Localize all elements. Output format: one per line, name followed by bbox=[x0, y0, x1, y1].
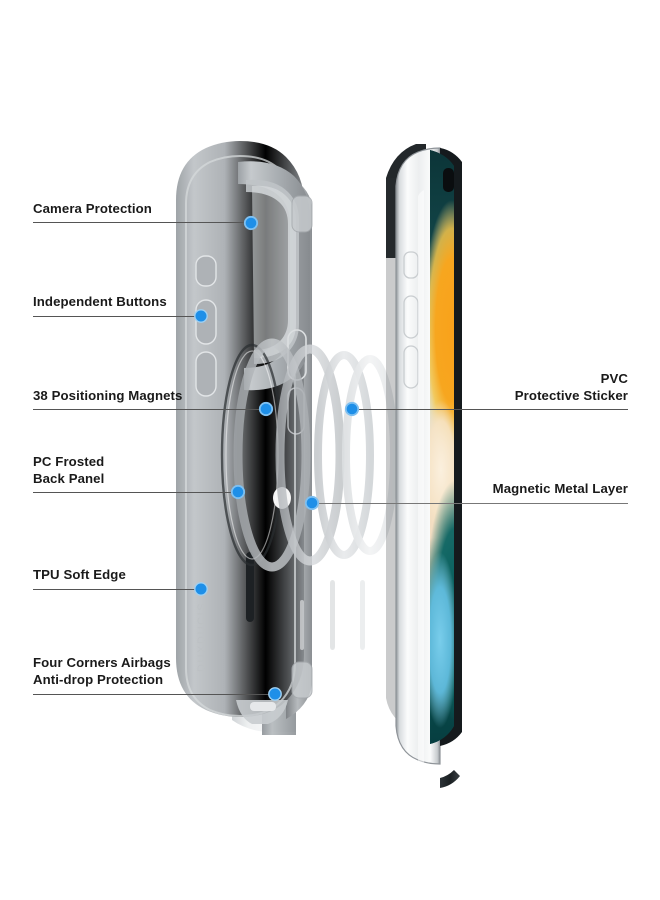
callout-leaders bbox=[33, 215, 628, 701]
phone-frame-highlight bbox=[418, 190, 424, 790]
ring-shadow-strip-2 bbox=[360, 580, 365, 650]
ring-shadow-strip-3 bbox=[300, 600, 304, 650]
marker-pc-frosted-back-panel bbox=[230, 484, 246, 500]
magnet-ring-4 bbox=[342, 355, 398, 555]
case-speaker-slot bbox=[246, 552, 254, 622]
camera-cutout-hole bbox=[252, 185, 296, 358]
marker-pvc-protective-sticker bbox=[344, 401, 360, 417]
mute-switch-cutout bbox=[195, 255, 217, 287]
brand-mark: DUXDUCIS bbox=[196, 602, 208, 672]
magnet-ring-2 bbox=[275, 344, 345, 566]
screen-wallpaper bbox=[430, 150, 454, 744]
volume-down-cutout bbox=[195, 351, 217, 397]
marker-positioning-magnets bbox=[258, 401, 274, 417]
magnet-ring-3 bbox=[314, 351, 374, 559]
dynamic-island bbox=[443, 168, 454, 192]
callout-markers bbox=[194, 215, 360, 701]
marker-independent-buttons bbox=[194, 309, 208, 323]
wallpaper-blob-blue bbox=[430, 552, 454, 728]
marker-four-corners-airbags bbox=[268, 687, 282, 701]
airbag-top-corner bbox=[291, 195, 313, 233]
wallpaper-blob-orange bbox=[430, 200, 454, 460]
airbag-bottom-corner bbox=[291, 661, 313, 699]
magnet-ring-1 bbox=[233, 338, 311, 572]
magnet-rings-group bbox=[233, 338, 398, 650]
marker-tpu-soft-edge bbox=[194, 582, 208, 596]
case-button-cutouts bbox=[195, 255, 217, 397]
marker-camera-protection bbox=[243, 215, 259, 231]
phone-group bbox=[386, 144, 462, 790]
ring-shadow-strip-1 bbox=[330, 580, 335, 650]
case-bottom-port bbox=[250, 702, 276, 711]
case-group: DUXDUCIS bbox=[176, 141, 313, 735]
marker-magnetic-metal-layer bbox=[304, 495, 320, 511]
